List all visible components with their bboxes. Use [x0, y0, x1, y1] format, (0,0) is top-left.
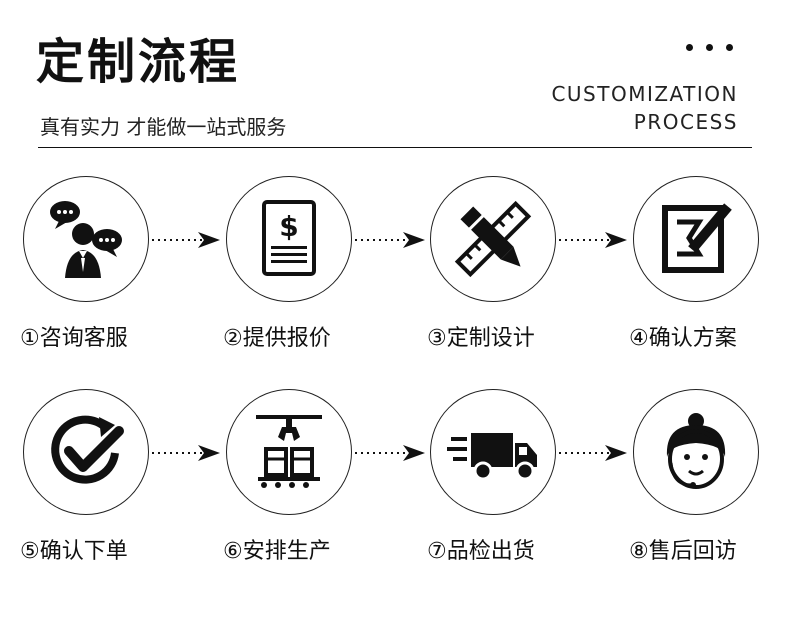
- flow-arrow-icon: [152, 445, 220, 461]
- quote-document-dollar-icon: $: [262, 200, 316, 276]
- page-title: 定制流程: [36, 34, 241, 90]
- confirm-plan-edit-icon: [662, 203, 732, 273]
- step-1-label: ①咨询客服: [20, 326, 128, 351]
- english-title-line-2: PROCESS: [633, 110, 738, 134]
- flow-arrow-icon: [152, 232, 220, 248]
- step-1-circle: [23, 176, 149, 302]
- step-3-circle: [430, 176, 556, 302]
- step-7-circle: [430, 389, 556, 515]
- step-2-circle: $: [226, 176, 352, 302]
- flow-arrow-icon: [355, 445, 425, 461]
- step-6-circle: [226, 389, 352, 515]
- design-pencil-ruler-icon: [454, 200, 532, 278]
- step-2-label: ②提供报价: [223, 326, 331, 351]
- consult-chat-icon: [50, 201, 122, 278]
- customer-service-headset-icon: [666, 413, 726, 489]
- step-5-circle: [23, 389, 149, 515]
- step-8-label: ⑧售后回访: [629, 539, 737, 564]
- english-title: CUSTOMIZATION PROCESS: [551, 80, 738, 136]
- step-6-label: ⑥安排生产: [223, 539, 331, 564]
- production-claw-icon: [256, 415, 322, 488]
- svg-text:$: $: [279, 210, 298, 243]
- decorative-dots: [686, 44, 733, 51]
- flow-arrow-icon: [559, 232, 627, 248]
- step-4-circle: [633, 176, 759, 302]
- step-8-circle: [633, 389, 759, 515]
- order-check-icon: [51, 415, 124, 484]
- header-divider: [38, 147, 752, 148]
- step-7-label: ⑦品检出货: [427, 539, 535, 564]
- shipping-truck-icon: [447, 433, 537, 481]
- step-4-label: ④确认方案: [629, 326, 737, 351]
- flow-arrow-icon: [559, 445, 627, 461]
- step-3-label: ③定制设计: [427, 326, 535, 351]
- flow-arrow-icon: [355, 232, 425, 248]
- page-subtitle: 真有实力 才能做一站式服务: [40, 115, 287, 139]
- english-title-line-1: CUSTOMIZATION: [551, 82, 738, 106]
- step-5-label: ⑤确认下单: [20, 539, 128, 564]
